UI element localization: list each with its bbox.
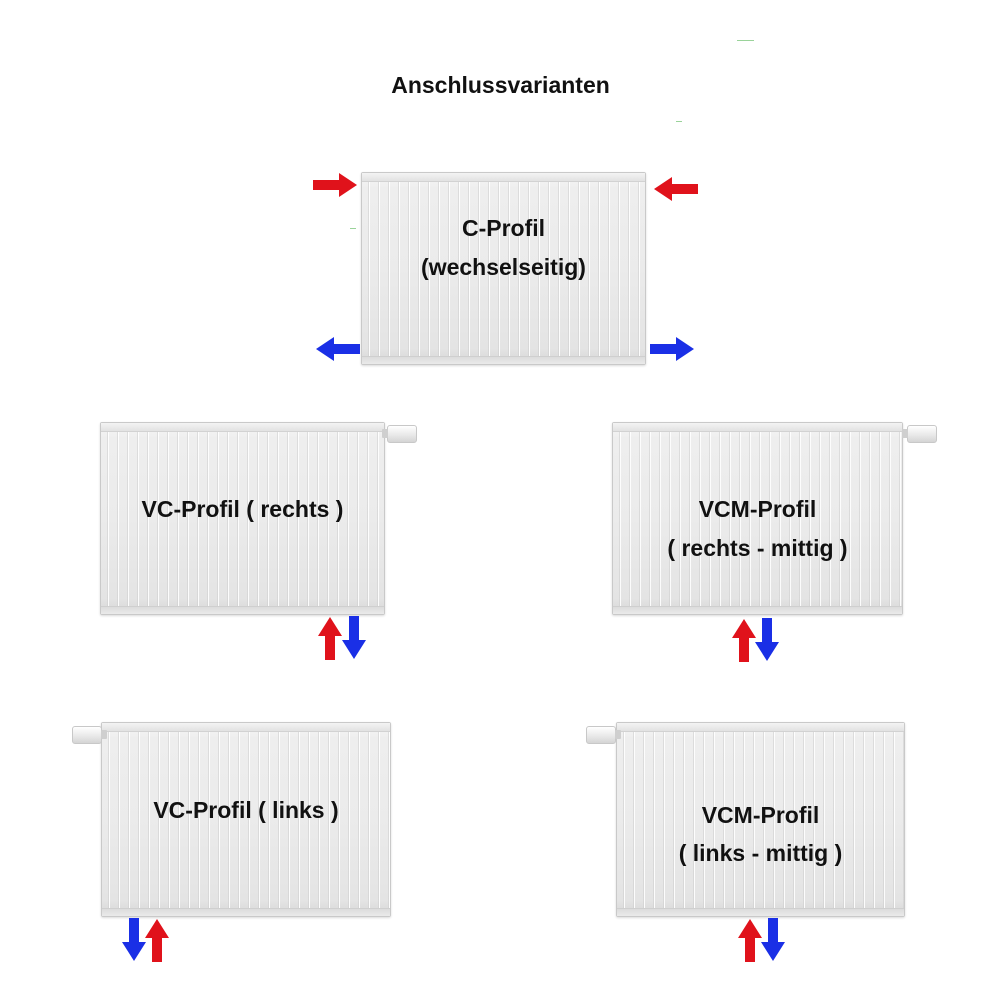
radiator-vc-rechts: VC-Profil ( rechts ) — [100, 422, 385, 615]
speck — [676, 121, 682, 122]
speck — [737, 40, 754, 41]
variant-label-line2: ( links - mittig ) — [678, 840, 843, 866]
radiator-top-edge — [613, 423, 902, 432]
variant-label-line1: C-Profil — [461, 215, 546, 241]
radiator-bottom-edge — [613, 606, 902, 614]
return-arrow-down-icon — [755, 618, 779, 661]
radiator-vcm-links: VCM-Profil ( links - mittig ) — [616, 722, 905, 917]
variant-label-line2: (wechselseitig) — [421, 254, 586, 280]
thermostat-valve-icon — [72, 726, 107, 744]
return-arrow-down-icon — [342, 616, 366, 659]
return-arrow-down-icon — [122, 918, 146, 961]
radiator-top-edge — [101, 423, 384, 432]
radiator-c-profil: C-Profil (wechselseitig) — [361, 172, 646, 365]
radiator-top-edge — [102, 723, 390, 732]
speck — [350, 228, 356, 229]
thermostat-valve-icon — [382, 425, 417, 443]
radiator-bottom-edge — [362, 356, 645, 364]
variant-label-line1: VCM-Profil — [701, 802, 820, 828]
radiator-bottom-edge — [617, 908, 904, 916]
variant-label-line2: ( rechts - mittig ) — [667, 535, 848, 561]
radiator-top-edge — [617, 723, 904, 732]
radiator-vcm-rechts: VCM-Profil ( rechts - mittig ) — [612, 422, 903, 615]
variant-label-line1: VCM-Profil — [698, 496, 817, 522]
diagram-title: Anschlussvarianten — [391, 72, 610, 98]
variant-label-line1: VC-Profil ( rechts ) — [141, 496, 344, 522]
supply-arrow-up-icon — [738, 919, 762, 962]
return-arrow-right-icon — [650, 337, 694, 361]
thermostat-valve-icon — [586, 726, 621, 744]
radiator-bottom-edge — [101, 606, 384, 614]
supply-arrow-up-icon — [732, 619, 756, 662]
supply-arrow-up-icon — [318, 617, 342, 660]
supply-arrow-up-icon — [145, 919, 169, 962]
radiator-vc-links: VC-Profil ( links ) — [101, 722, 391, 917]
radiator-bottom-edge — [102, 908, 390, 916]
supply-arrow-left-icon — [654, 177, 698, 201]
radiator-top-edge — [362, 173, 645, 182]
variant-label-line1: VC-Profil ( links ) — [153, 797, 339, 823]
return-arrow-down-icon — [761, 918, 785, 961]
supply-arrow-right-icon — [313, 173, 357, 197]
return-arrow-left-icon — [316, 337, 360, 361]
thermostat-valve-icon — [902, 425, 937, 443]
